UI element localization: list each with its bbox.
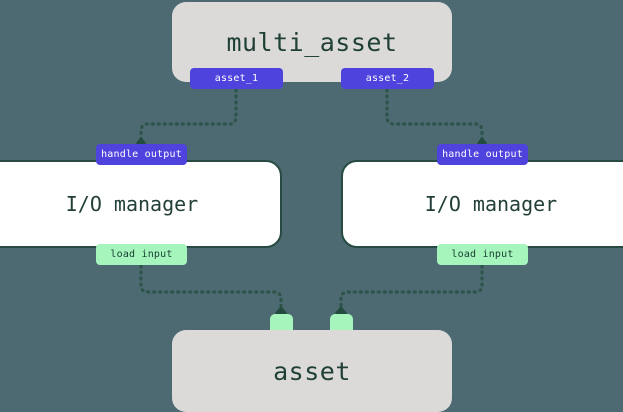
edge-asset2-to-handle-output-right (385, 88, 487, 149)
node-io-manager-right[interactable]: I/O manager (341, 160, 623, 248)
node-asset-label: asset (273, 356, 351, 386)
node-io-manager-right-label: I/O manager (424, 192, 558, 216)
port-badge-handle-output-right-label: handle output (442, 149, 523, 160)
port-badge-handle-output-right[interactable]: handle output (437, 144, 528, 165)
node-io-manager-left-label: I/O manager (65, 192, 199, 216)
port-badge-asset-2-label: asset_2 (365, 73, 410, 84)
edge-load-input-right-to-asset-port-right (335, 264, 484, 320)
edge-load-input-left-to-asset-port-left (139, 264, 287, 320)
node-io-manager-left[interactable]: I/O manager (0, 160, 282, 248)
port-badge-load-input-left-label: load input (110, 249, 173, 260)
edge-asset1-to-handle-output-left (136, 88, 238, 149)
node-asset[interactable]: asset (172, 330, 452, 412)
port-badge-load-input-right-label: load input (451, 249, 514, 260)
port-badge-load-input-left[interactable]: load input (96, 244, 187, 265)
port-badge-handle-output-left-label: handle output (101, 149, 182, 160)
port-badge-asset-2[interactable]: asset_2 (341, 68, 434, 89)
port-badge-asset-1[interactable]: asset_1 (190, 68, 283, 89)
port-badge-load-input-right[interactable]: load input (437, 244, 528, 265)
port-badge-handle-output-left[interactable]: handle output (96, 144, 187, 165)
node-multi-asset-label: multi_asset (226, 27, 398, 57)
port-badge-asset-1-label: asset_1 (214, 73, 259, 84)
